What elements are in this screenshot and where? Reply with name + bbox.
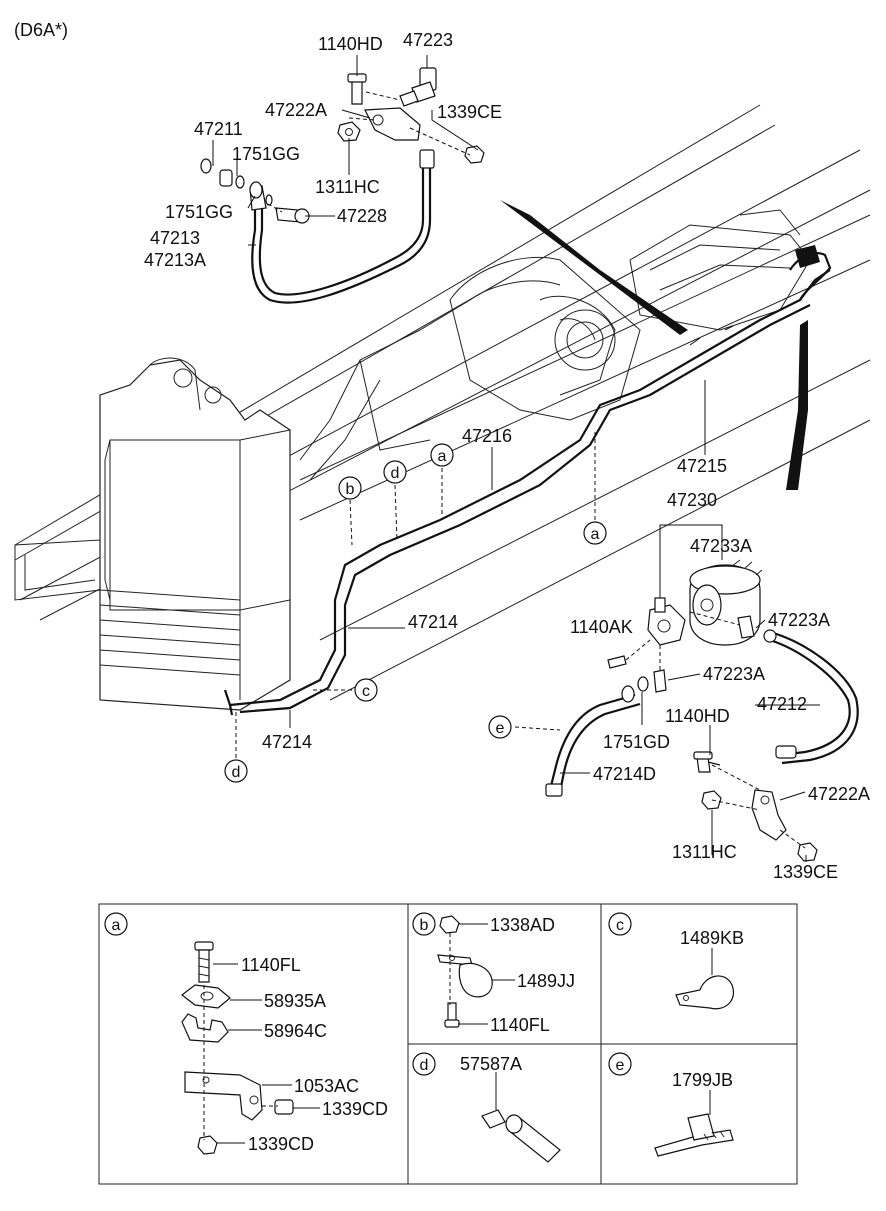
label-47212: 47212: [757, 694, 807, 714]
label-1339CE-top: 1339CE: [437, 102, 502, 122]
label-47213A: 47213A: [144, 250, 206, 270]
panel-a-part-1: 1140FL: [241, 955, 301, 975]
variant-label: (D6A*): [14, 20, 68, 40]
detail-panels: [98, 903, 798, 1185]
label-47230: 47230: [667, 490, 717, 510]
panel-c-tag: c: [616, 917, 624, 934]
panel-e-tag: e: [616, 1057, 625, 1074]
circle-d-1: d: [391, 465, 400, 482]
label-47215: 47215: [677, 456, 727, 476]
label-47214-a: 47214: [408, 612, 458, 632]
panel-d-tag: d: [420, 1057, 429, 1074]
panel-a-part-6: 1339CD: [248, 1134, 314, 1154]
cooler-lines: [223, 269, 831, 716]
radiator: [99, 357, 291, 711]
lower-bracket-assembly: [693, 751, 818, 862]
panel-a-part-2: 58935A: [264, 991, 326, 1011]
cable-right: [786, 320, 808, 490]
label-47222A-top: 47222A: [265, 100, 327, 120]
label-1339CE-bot: 1339CE: [773, 862, 838, 882]
oil-filter-assembly: [607, 524, 763, 693]
part-labels: 1140HD 47223 47222A 1339CE 47211 1751GG …: [144, 30, 870, 882]
label-47233A: 47233A: [690, 536, 752, 556]
label-47214D: 47214D: [593, 764, 656, 784]
label-1751GG-b: 1751GG: [165, 202, 233, 222]
circle-a-1: a: [438, 448, 447, 465]
label-1311HC-top: 1311HC: [315, 177, 380, 197]
label-1751GG-a: 1751GG: [232, 144, 300, 164]
panel-a-part-3: 58964C: [264, 1021, 327, 1041]
label-1140HD-top: 1140HD: [318, 34, 383, 54]
upper-hose-assembly: [200, 67, 485, 304]
circle-a-2: a: [591, 526, 600, 543]
panel-b-part-1: 1338AD: [490, 915, 555, 935]
label-1140AK: 1140AK: [570, 617, 633, 637]
detail-panel-d: d 57587A: [412, 1052, 561, 1163]
panel-a-part-4: 1053AC: [294, 1076, 359, 1096]
panel-e-part-1: 1799JB: [672, 1070, 733, 1090]
circle-b-1: b: [346, 481, 355, 498]
panel-c-part-1: 1489KB: [680, 928, 744, 948]
label-47223A-a: 47223A: [768, 610, 830, 630]
label-47223: 47223: [403, 30, 453, 50]
panel-d-part-1: 57587A: [460, 1054, 522, 1074]
circle-e-1: e: [496, 720, 505, 737]
label-1751GD: 1751GD: [603, 732, 670, 752]
label-47211: 47211: [194, 119, 243, 139]
label-47213: 47213: [150, 228, 200, 248]
detail-panel-b: b 1338AD 1489JJ 1140FL: [412, 912, 575, 1035]
detail-panel-e: e 1799JB: [608, 1052, 734, 1157]
panel-b-part-2: 1489JJ: [517, 971, 575, 991]
hose-47212: [763, 629, 859, 765]
label-47228: 47228: [337, 206, 387, 226]
panel-a-tag: a: [112, 917, 121, 934]
label-47223A-b: 47223A: [703, 664, 765, 684]
hose-47214D: [545, 685, 641, 797]
label-47222A-bot: 47222A: [808, 784, 870, 804]
detail-panel-c: c 1489KB: [608, 912, 744, 1010]
circle-d-2: d: [232, 764, 241, 781]
panel-a-part-5: 1339CD: [322, 1099, 388, 1119]
leader-lines: [212, 55, 820, 862]
label-47214-b: 47214: [262, 732, 312, 752]
detail-panel-a: a 1140FL 58935A 58964C 1053AC 1339CD 133…: [104, 912, 388, 1155]
cable-left: [500, 200, 688, 335]
circle-c-1: c: [362, 683, 370, 700]
label-1140HD-bot: 1140HD: [665, 706, 730, 726]
label-47216: 47216: [462, 426, 512, 446]
panel-b-part-3: 1140FL: [490, 1015, 550, 1035]
callout-circles: a b d c d a e: [224, 443, 607, 783]
panel-b-tag: b: [420, 917, 429, 934]
label-1311HC-bot: 1311HC: [672, 842, 737, 862]
